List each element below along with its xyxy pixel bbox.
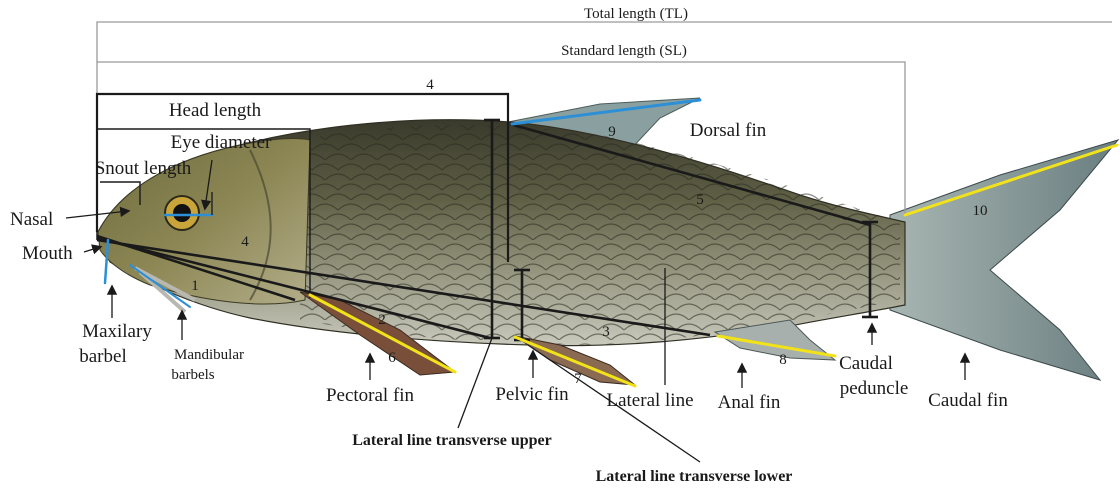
lateral-line-transverse-lower-label: Lateral line transverse lower: [596, 468, 793, 485]
measure-4-top-number: 4: [426, 77, 434, 93]
maxilary-label-1: Maxilary: [82, 321, 152, 342]
measure-2-number: 2: [378, 312, 386, 328]
pelvic-fin-label: Pelvic fin: [495, 384, 569, 405]
eye-diameter-label: Eye diameter: [171, 132, 272, 153]
measure-4-head-number: 4: [241, 234, 249, 250]
maxilary-label-2: barbel: [79, 346, 126, 367]
caudal-peduncle-label-1: Caudal: [839, 353, 893, 374]
mandibular-label-1: Mandibular: [174, 347, 244, 363]
mandibular-label-2: barbels: [171, 367, 214, 383]
nasal-label: Nasal: [10, 209, 53, 230]
caudal-peduncle-label-2: peduncle: [840, 378, 909, 399]
total-length-label: Total length (TL): [584, 6, 688, 22]
measure-8-number: 8: [779, 352, 787, 368]
mouth-arrow: [84, 247, 100, 252]
pectoral-fin-label: Pectoral fin: [326, 385, 415, 406]
measure-1-number: 1: [191, 278, 199, 294]
lateral-line-label: Lateral line: [606, 390, 693, 411]
standard-length-label: Standard length (SL): [561, 43, 687, 59]
measure-5-number: 5: [696, 192, 704, 208]
caudal-fin-shape: [890, 140, 1118, 380]
measure-6-number: 6: [388, 350, 396, 366]
upper-transverse-leader: [458, 338, 492, 428]
measure-7-number: 7: [574, 371, 582, 387]
anal-fin-label: Anal fin: [718, 392, 781, 413]
measure-3-number: 3: [602, 324, 610, 340]
mouth-label: Mouth: [22, 243, 73, 264]
dorsal-fin-label: Dorsal fin: [690, 120, 767, 141]
measure-10-number: 10: [973, 203, 988, 219]
snout-length-label: Snout length: [95, 158, 192, 179]
caudal-fin-label: Caudal fin: [928, 390, 1008, 411]
measure-9-number: 9: [608, 124, 616, 140]
lateral-line-transverse-upper-label: Lateral line transverse upper: [352, 432, 552, 449]
head-length-label: Head length: [169, 100, 262, 121]
